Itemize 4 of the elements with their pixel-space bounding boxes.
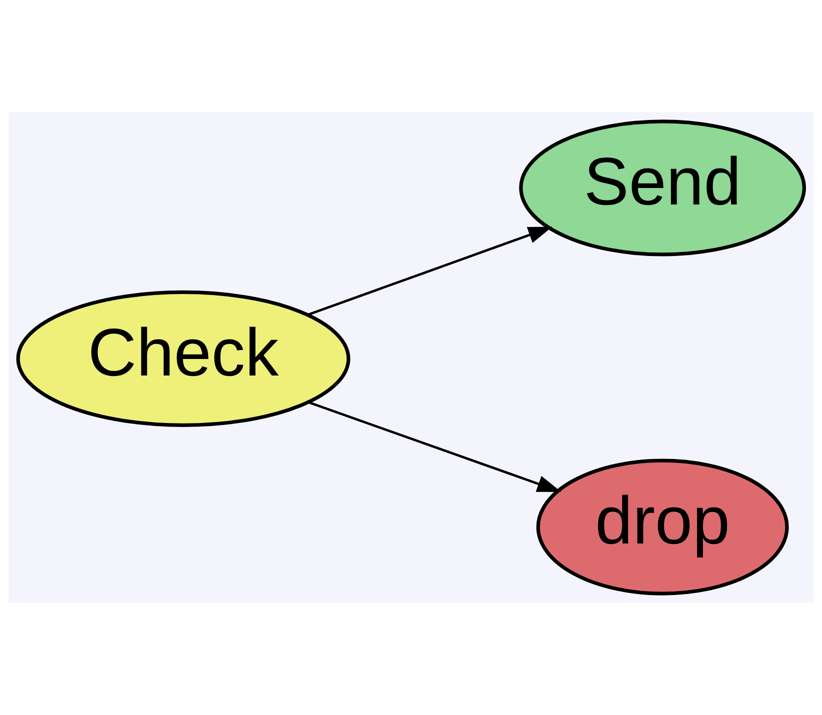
node-ellipse: Check (16, 290, 350, 427)
node-ellipse: Send (519, 120, 806, 256)
arrow (308, 401, 562, 492)
arrow (307, 226, 552, 316)
